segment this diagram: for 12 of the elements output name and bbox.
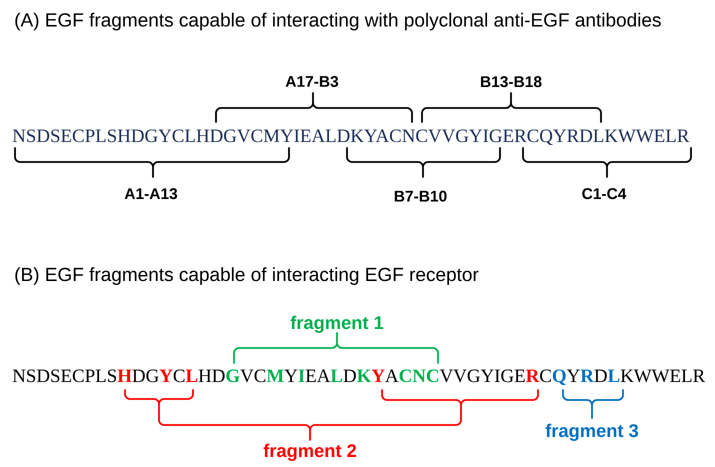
sequence-text: NSDSECPLSHDGYCLHDGVCMYIEALDKYACNCVVGYIGERCQYRDLKWWELR <box>12 129 690 146</box>
sequence-text: NSDSECPLSHDGYCLHDGVCMYIEALDKYACNCVVGYIGERCQYRDLKWWELR <box>12 369 706 386</box>
fragment-label: fragment 3 <box>546 424 638 441</box>
fragment-label: fragment 2 <box>264 444 356 461</box>
range-label: A1-A13 <box>124 188 178 200</box>
fragment-label: fragment 1 <box>290 316 384 333</box>
range-label: C1-C4 <box>582 188 626 200</box>
range-label: B13-B18 <box>481 76 542 88</box>
range-label: B7-B10 <box>394 190 447 202</box>
panel-heading: (B) EGF fragments capable of interacting EGF receptor <box>15 267 478 285</box>
range-label: A17-B3 <box>286 76 338 87</box>
panel-heading: (A) EGF fragments capable of interacting with polyclonal anti-EGF antibodies <box>15 12 661 30</box>
